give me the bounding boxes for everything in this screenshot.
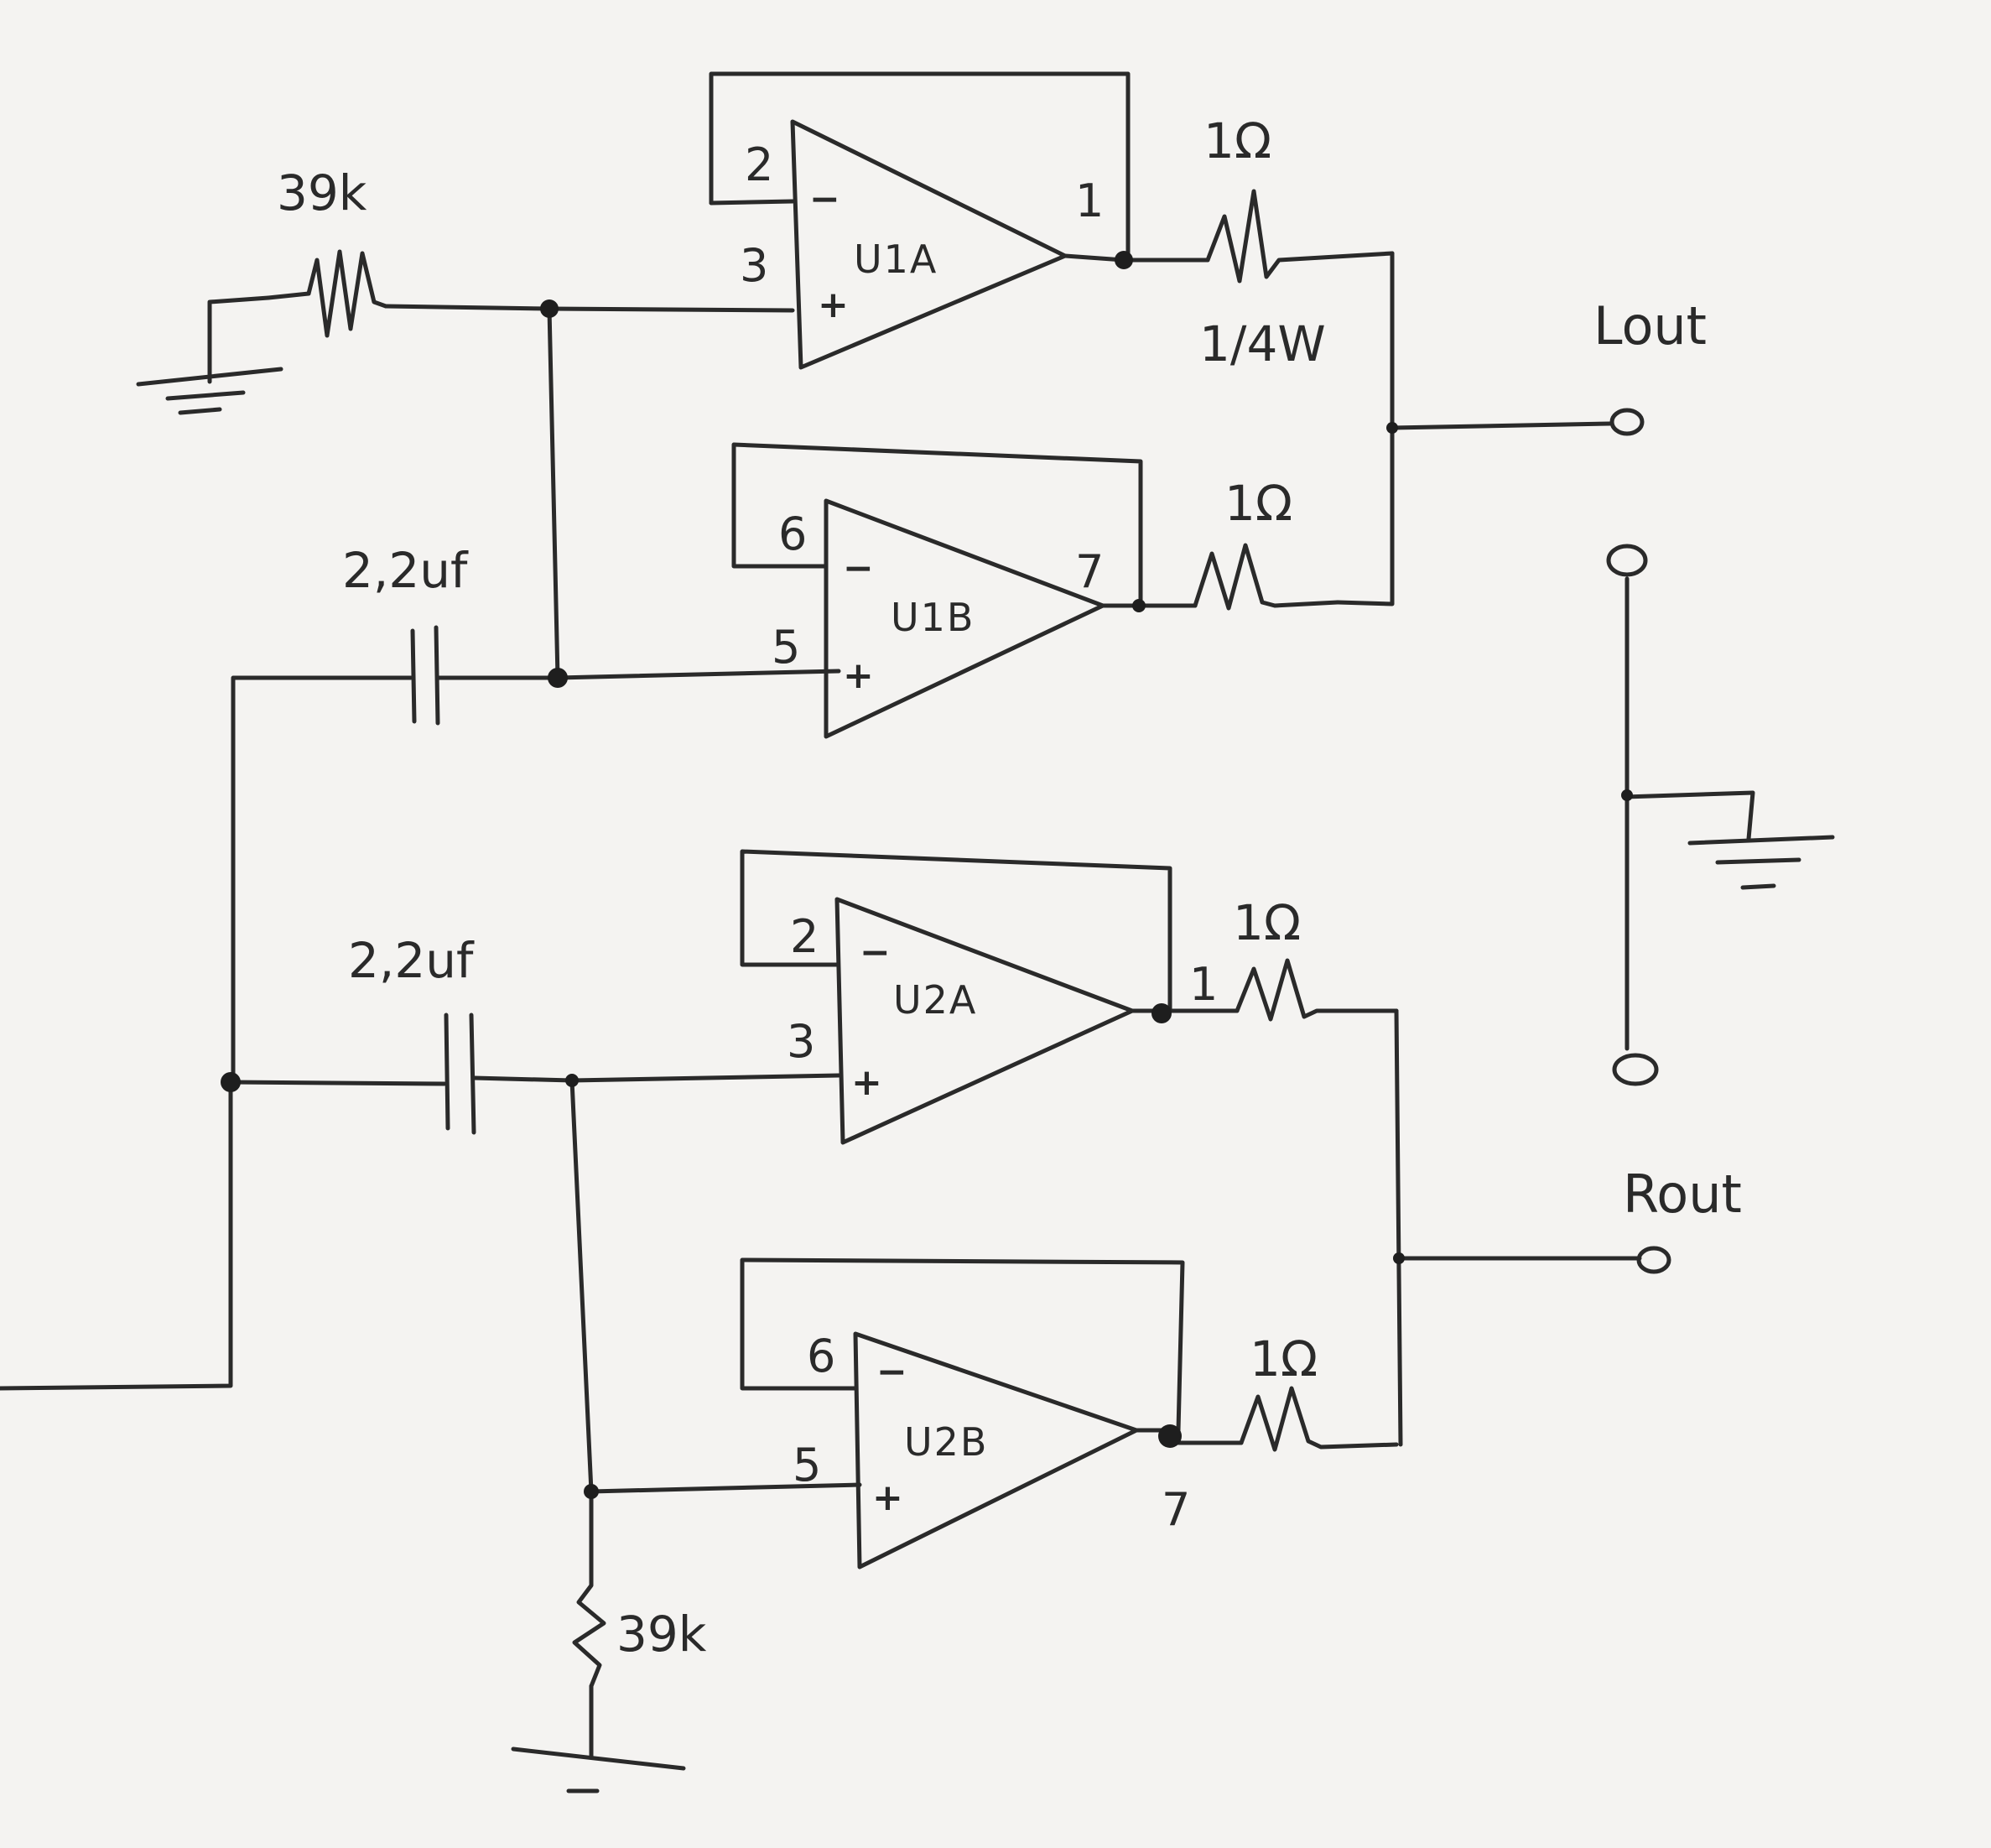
sign-u1b-minus: − bbox=[843, 547, 874, 590]
label-r-out-u1a: 1Ω bbox=[1203, 112, 1271, 169]
ground-symbol-bottom bbox=[511, 1684, 686, 1793]
wire-left-node bbox=[383, 304, 795, 313]
label-c-right: 2,2uf bbox=[348, 932, 475, 989]
capacitor-right-plate-2 bbox=[469, 1012, 476, 1135]
resistor-bias-left bbox=[306, 249, 388, 338]
sign-u2b-plus: + bbox=[872, 1476, 903, 1519]
label-r-bias-left: 39k bbox=[277, 164, 367, 221]
junction-dots bbox=[221, 251, 1633, 1499]
wire-cap-right-out bbox=[471, 1073, 841, 1083]
sign-u2b-minus: − bbox=[876, 1351, 907, 1393]
label-u2a: U2A bbox=[893, 977, 977, 1023]
label-r-out-u1a-rating: 1/4W bbox=[1199, 315, 1326, 372]
wire-right-mix bbox=[1394, 1008, 1403, 1447]
label-u2b: U2B bbox=[904, 1419, 989, 1465]
wire-cap-left-in bbox=[231, 675, 413, 1080]
input-wire bbox=[0, 1080, 233, 1391]
capacitor-left-plate-1 bbox=[410, 628, 417, 724]
capacitor-left-plate-2 bbox=[434, 625, 440, 726]
label-r-bias-right: 39k bbox=[616, 1606, 707, 1663]
sign-u1a-plus: + bbox=[818, 284, 849, 326]
opamp-u2b bbox=[740, 1257, 1185, 1569]
sign-u1b-plus: + bbox=[843, 654, 874, 697]
pin-u2b-inv: 6 bbox=[807, 1330, 835, 1382]
resistor-out-u2a bbox=[1235, 958, 1399, 1022]
pin-u1b-out: 7 bbox=[1075, 545, 1104, 598]
resistor-bias-right bbox=[572, 1489, 606, 1689]
label-r-out-u1b: 1Ω bbox=[1224, 475, 1292, 532]
wire-u2b-input bbox=[589, 1482, 862, 1494]
wire-cap-right-in bbox=[228, 1080, 447, 1086]
wire-left-vertical bbox=[547, 306, 560, 680]
pin-u1b-inv: 6 bbox=[778, 508, 807, 560]
wire-right-vertical bbox=[569, 1078, 594, 1494]
pin-u1a-inv: 2 bbox=[745, 138, 773, 191]
resistor-out-u1a bbox=[1205, 189, 1395, 284]
output-jack-common-top[interactable] bbox=[1606, 544, 1648, 577]
output-jack-common-bottom[interactable] bbox=[1612, 1053, 1659, 1086]
label-u1b: U1B bbox=[891, 595, 975, 640]
label-c-left: 2,2uf bbox=[342, 542, 469, 599]
pin-u1a-out: 1 bbox=[1075, 174, 1104, 227]
label-r-out-u2a: 1Ω bbox=[1233, 894, 1301, 951]
pin-u2a-out: 1 bbox=[1189, 958, 1218, 1011]
wire-lout bbox=[1390, 421, 1613, 430]
label-lout: Lout bbox=[1593, 295, 1707, 357]
ground-symbol-output bbox=[1623, 790, 1835, 890]
resistor-out-u2b bbox=[1239, 1386, 1399, 1452]
label-r-out-u2b: 1Ω bbox=[1250, 1330, 1318, 1387]
rout-jack[interactable] bbox=[1636, 1246, 1671, 1274]
pin-u1b-noninv: 5 bbox=[772, 621, 800, 674]
sign-u1a-minus: − bbox=[809, 178, 840, 221]
pin-u2b-out: 7 bbox=[1162, 1483, 1190, 1536]
lout-jack[interactable] bbox=[1609, 408, 1645, 436]
pin-u1a-noninv: 3 bbox=[740, 239, 768, 292]
pin-u2b-noninv: 5 bbox=[793, 1439, 821, 1491]
wire-left-mix bbox=[1335, 251, 1395, 606]
wire-u1b-input bbox=[555, 669, 841, 680]
label-rout: Rout bbox=[1623, 1163, 1742, 1225]
pin-u2a-noninv: 3 bbox=[787, 1015, 815, 1068]
wire-bias-left bbox=[266, 291, 311, 300]
pin-u2a-inv: 2 bbox=[790, 910, 819, 963]
sign-u2a-plus: + bbox=[851, 1061, 882, 1104]
sign-u2a-minus: − bbox=[860, 931, 891, 974]
label-u1a: U1A bbox=[854, 237, 938, 282]
ground-symbol-left bbox=[136, 295, 283, 415]
opamp-u1a bbox=[709, 71, 1131, 370]
resistor-out-u1b bbox=[1193, 543, 1340, 611]
capacitor-right-plate-1 bbox=[444, 1012, 450, 1131]
